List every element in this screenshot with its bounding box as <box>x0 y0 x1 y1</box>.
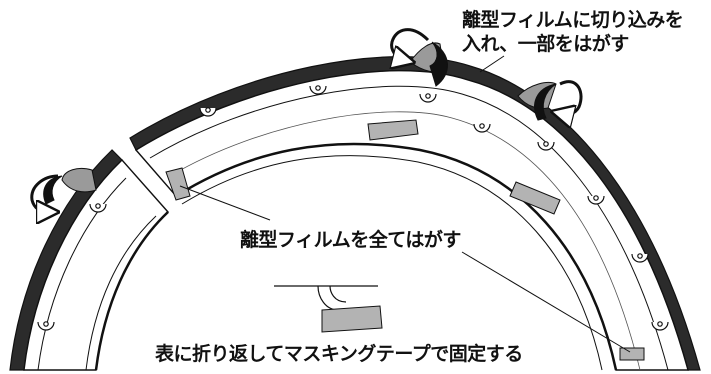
left-arch-piece <box>9 149 169 371</box>
peel-arrows <box>30 28 583 212</box>
annotation-partial-peel-line2: 入れ、一部をはがす <box>462 33 629 55</box>
peel-arrow-top <box>392 28 430 60</box>
annotation-full-peel: 離型フィルムを全てはがす <box>240 229 461 251</box>
bolt-holes-right <box>199 85 669 331</box>
peel-arrow-left <box>30 174 58 212</box>
annotation-partial-peel-line1: 離型フィルムに切り込みを <box>462 9 684 31</box>
right-arch-body <box>134 70 689 371</box>
masking-tape-detail <box>274 285 383 333</box>
bolt-holes-left <box>37 203 107 331</box>
leader-lines <box>179 55 631 353</box>
release-film-patches <box>165 119 645 361</box>
peel-arrow-right <box>560 80 583 115</box>
annotation-fold-and-tape: 表に折り返してマスキングテープで固定する <box>155 343 523 365</box>
annotation-partial-peel: 離型フィルムに切り込みを 入れ、一部をはがす <box>462 8 684 56</box>
right-arch-piece <box>129 42 701 371</box>
